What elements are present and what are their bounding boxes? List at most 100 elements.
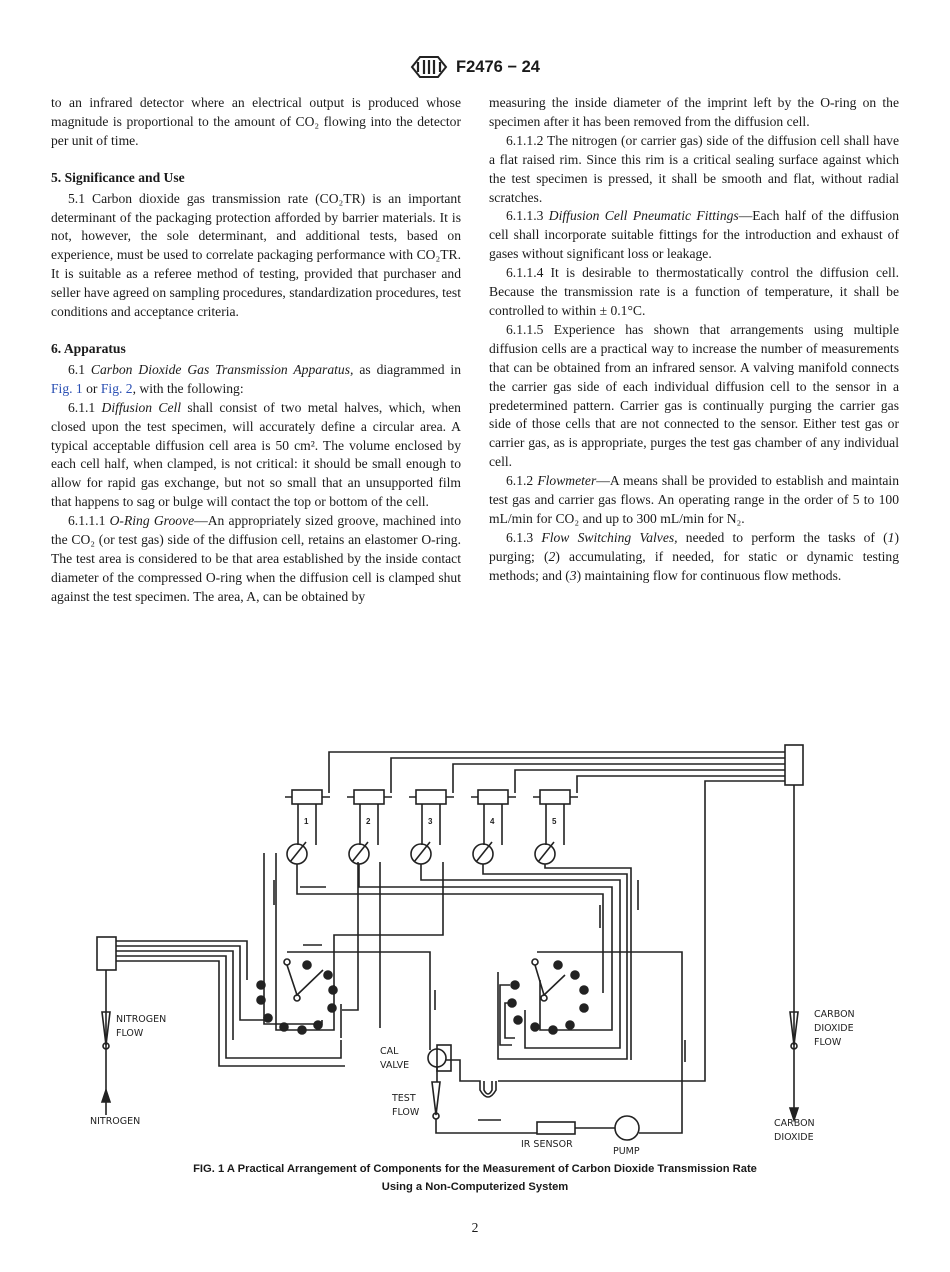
standard-designation: F2476 − 24 bbox=[456, 57, 540, 76]
cell-number: 5 bbox=[552, 817, 557, 826]
cell-number: 3 bbox=[428, 817, 433, 826]
figure-caption: FIG. 1 A Practical Arrangement of Compon… bbox=[0, 1160, 950, 1196]
italic-term: Flow Switching Valves, bbox=[541, 529, 678, 545]
cell-number: 2 bbox=[366, 817, 371, 826]
text-run: or bbox=[82, 380, 101, 396]
co2-supply-lines bbox=[328, 751, 785, 793]
left-column: to an infrared detector where an electri… bbox=[51, 94, 461, 607]
co2-arrow-icon bbox=[788, 1107, 800, 1123]
astm-logo-icon bbox=[410, 56, 448, 78]
pump-label: PUMP bbox=[613, 1146, 640, 1157]
text-run: as diagrammed in bbox=[353, 361, 461, 377]
nitrogen-label: NITROGEN bbox=[90, 1116, 140, 1127]
nitrogen-flow-label: NITROGEN bbox=[116, 1014, 166, 1025]
co2-needle-valve-icon bbox=[790, 1042, 798, 1050]
nitrogen-flowmeter-icon bbox=[101, 1011, 111, 1046]
italic-term: Diffusion Cell Pneumatic Fittings bbox=[548, 208, 739, 224]
left-valve-outlet bbox=[287, 951, 431, 1050]
text-run: 6.1.1.5 Experience has shown that arrang… bbox=[489, 321, 899, 470]
co2-flow-label: CARBON bbox=[814, 1009, 855, 1020]
text-run: ) maintaining flow for continuous flow m… bbox=[576, 567, 842, 583]
co2-manifold bbox=[784, 744, 804, 786]
paragraph: 6.1.1.5 Experience has shown that arrang… bbox=[489, 321, 899, 472]
text-run: 6.1.2 bbox=[506, 473, 538, 489]
test-flowmeter-icon bbox=[431, 1081, 441, 1116]
text-run: 6.1.3 bbox=[506, 529, 542, 545]
paragraph: 6.1.1.1 O-Ring Groove—An appropriately s… bbox=[51, 512, 461, 607]
caption-line: Using a Non-Computerized System bbox=[381, 1181, 569, 1193]
ir-sensor-icon bbox=[536, 1121, 576, 1135]
co2-flow-label: DIOXIDE bbox=[814, 1023, 854, 1034]
text-run: ) purging; ( bbox=[489, 529, 899, 564]
italic-term: 3 bbox=[569, 567, 577, 583]
valve-lines bbox=[333, 862, 444, 1028]
caption-line: FIG. 1 A Practical Arrangement of Compon… bbox=[193, 1163, 757, 1175]
cal-valve-bypass bbox=[436, 1044, 452, 1072]
co2-flow-label: FLOW bbox=[814, 1037, 842, 1048]
italic-term: 2 bbox=[548, 548, 556, 564]
text-run: 6.1 bbox=[68, 361, 91, 377]
page-header: F2476 − 24 bbox=[0, 55, 950, 79]
italic-term: O-Ring Groove bbox=[109, 513, 195, 529]
text-run: to an infrared detector where an electri… bbox=[51, 95, 461, 148]
italic-term: Carbon Dioxide Gas Transmission Apparatu… bbox=[90, 361, 354, 377]
left-rotary-valve bbox=[256, 958, 338, 1035]
text-run: shall consist of two metal halves, which… bbox=[51, 399, 461, 510]
text-run: 6.1.1.4 It is desirable to thermostatica… bbox=[489, 265, 899, 318]
text-run: 6.1.1.3 bbox=[506, 208, 549, 224]
test-flow-label: FLOW bbox=[392, 1107, 420, 1118]
ir-sensor-label: IR SENSOR bbox=[521, 1139, 573, 1150]
text-run: measuring the inside diameter of the imp… bbox=[489, 95, 899, 129]
text-run: needed to perform the tasks of ( bbox=[677, 529, 888, 545]
co2-label: CARBON bbox=[774, 1118, 815, 1129]
paragraph: 6.1.1.2 The nitrogen (or carrier gas) si… bbox=[489, 132, 899, 208]
italic-term: Flowmeter bbox=[537, 473, 597, 489]
nitrogen-needle-valve-icon bbox=[102, 1042, 110, 1050]
flow-arrows bbox=[273, 880, 686, 1121]
paragraph: 6.1.3 Flow Switching Valves, needed to p… bbox=[489, 529, 899, 586]
text-run: 6.1.1.1 bbox=[68, 513, 110, 529]
text-run: 6.1.1.2 The nitrogen (or carrier gas) si… bbox=[489, 132, 899, 205]
right-valve-outlet bbox=[537, 951, 683, 1134]
nitrogen-manifold bbox=[96, 936, 117, 971]
text-run: —A means shall be provided to establish … bbox=[489, 473, 899, 526]
nitrogen-lines bbox=[116, 940, 345, 1067]
paragraph: 6.1.1.4 It is desirable to thermostatica… bbox=[489, 264, 899, 321]
paragraph: 6.1.2 Flowmeter—A means shall be provide… bbox=[489, 472, 899, 529]
text-run: , with the following: bbox=[132, 380, 244, 396]
section-heading: 6. Apparatus bbox=[51, 340, 126, 356]
italic-term: 1 bbox=[887, 529, 895, 545]
paragraph: 6.1.1 Diffusion Cell shall consist of tw… bbox=[51, 399, 461, 512]
paragraph: 5.1 Carbon dioxide gas transmission rate… bbox=[51, 190, 461, 322]
cell-number: 1 bbox=[304, 817, 309, 826]
carrier-lines bbox=[296, 864, 632, 1060]
italic-term: Diffusion Cell bbox=[101, 399, 182, 415]
paragraph: 6.1 Carbon Dioxide Gas Transmission Appa… bbox=[51, 361, 461, 399]
text-run: 5.1 Carbon dioxide gas transmission rate… bbox=[51, 190, 461, 320]
text-run: —An appropriately sized groove, machined… bbox=[51, 513, 461, 604]
paragraph: to an infrared detector where an electri… bbox=[51, 94, 461, 151]
u-tube-icon bbox=[446, 1059, 497, 1098]
section-heading: 5. Significance and Use bbox=[51, 169, 185, 185]
co2-label: DIOXIDE bbox=[774, 1132, 814, 1143]
text-run: —Each half of the diffusion cell shall i… bbox=[489, 208, 899, 262]
diffusion-cells bbox=[285, 789, 578, 865]
co2-to-cal-line bbox=[498, 780, 785, 1082]
right-column: measuring the inside diameter of the imp… bbox=[489, 94, 899, 586]
nitrogen-flow-label: FLOW bbox=[116, 1028, 144, 1039]
sensor-loop-line bbox=[435, 1067, 615, 1134]
cell-number: 4 bbox=[490, 817, 495, 826]
test-flow-label: TEST bbox=[391, 1093, 416, 1104]
right-rotary-valve bbox=[499, 958, 589, 1046]
paragraph: measuring the inside diameter of the imp… bbox=[489, 94, 899, 132]
pump-icon bbox=[614, 1115, 640, 1141]
figure-link[interactable]: Fig. 1 bbox=[51, 380, 83, 396]
page-number: 2 bbox=[471, 1220, 479, 1235]
text-run: 6.1.1 bbox=[68, 399, 102, 415]
text-run: ) accumulating, if needed, for static or… bbox=[489, 548, 899, 583]
paragraph: 6.1.1.3 Diffusion Cell Pneumatic Fitting… bbox=[489, 207, 899, 264]
figure-link[interactable]: Fig. 2 bbox=[100, 380, 133, 396]
cal-valve-label: VALVE bbox=[380, 1060, 409, 1071]
nitrogen-arrow-icon bbox=[100, 1087, 112, 1103]
